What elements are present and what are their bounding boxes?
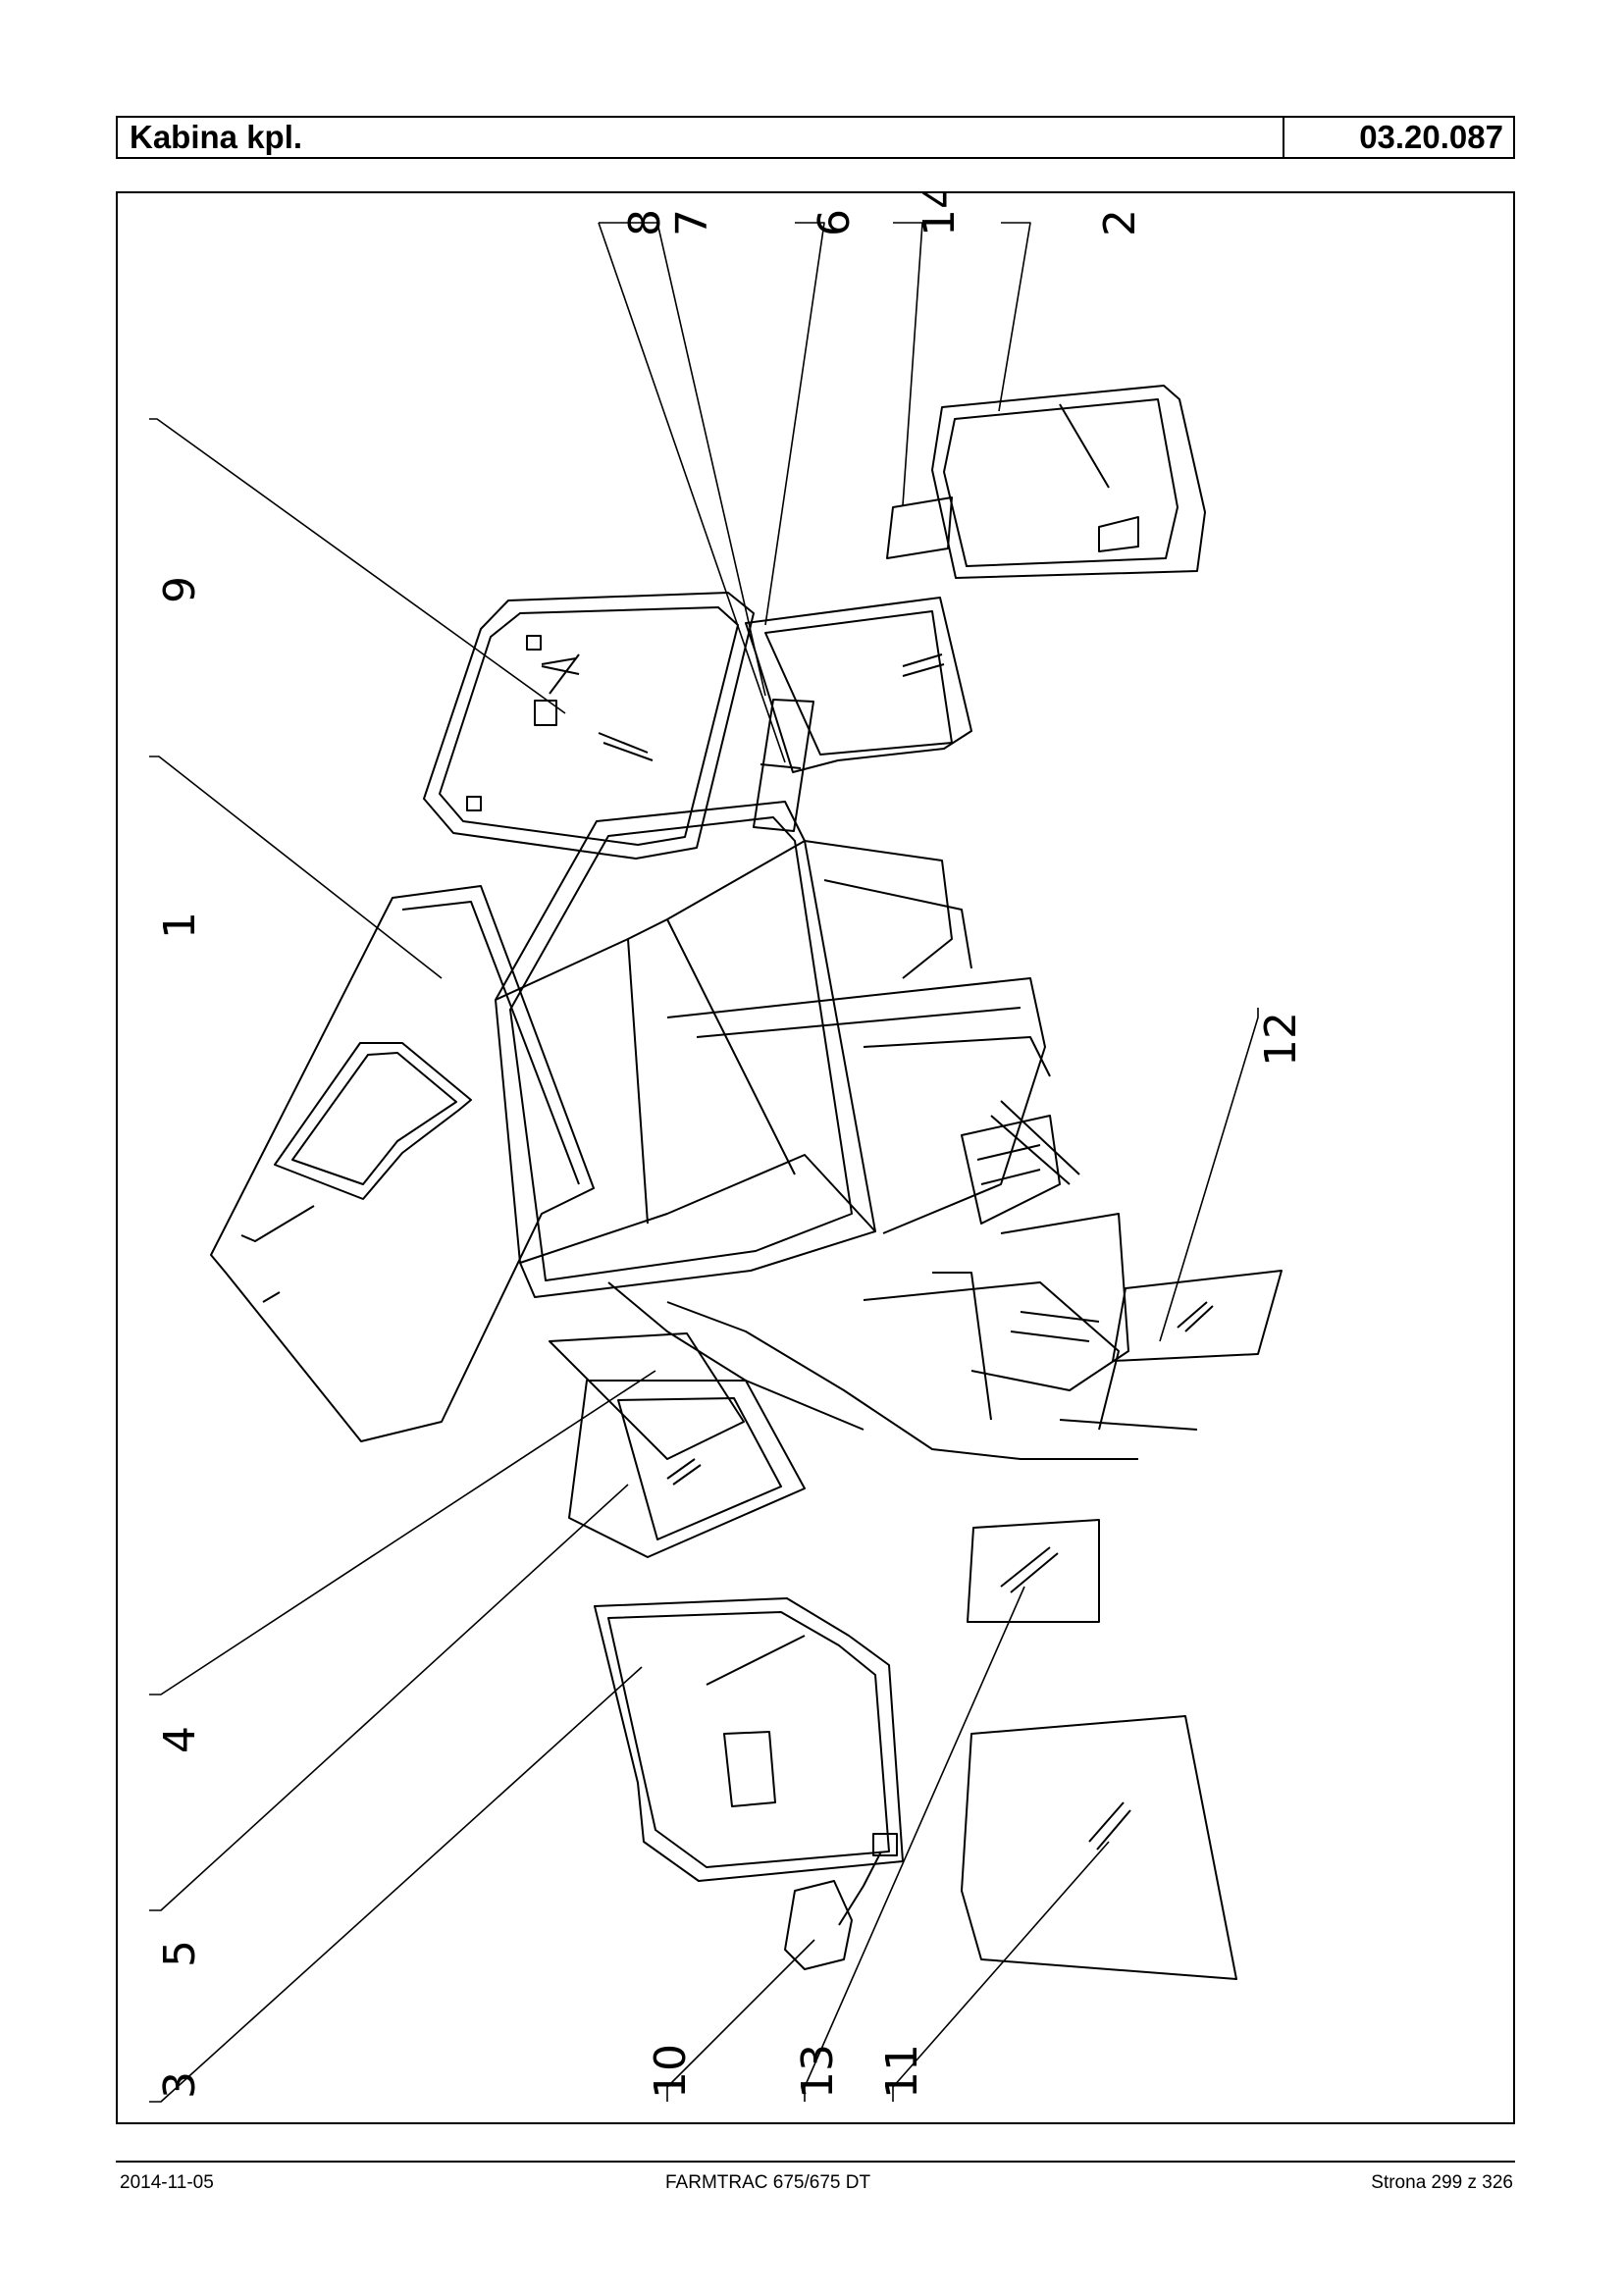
part-label-14: 14 bbox=[915, 193, 965, 236]
footer-page-number: Strona 299 z 326 bbox=[1371, 2172, 1513, 2193]
footer-date: 2014-11-05 bbox=[120, 2172, 214, 2193]
part-cab-frame bbox=[495, 801, 1198, 1460]
part-label-10: 10 bbox=[646, 2044, 696, 2099]
part-label-11: 11 bbox=[877, 2044, 927, 2099]
footer-model: FARMTRAC 675/675 DT bbox=[665, 2172, 871, 2193]
page-title: Kabina kpl. bbox=[118, 118, 1284, 157]
catalog-code: 03.20.087 bbox=[1359, 119, 1503, 155]
part-label-2: 2 bbox=[1095, 209, 1145, 236]
part-label-5: 5 bbox=[155, 1940, 205, 1967]
part-strip bbox=[753, 699, 814, 832]
part-label-3: 3 bbox=[155, 2071, 205, 2099]
part-door-left bbox=[594, 1597, 904, 1882]
part-glass-6 bbox=[745, 597, 972, 773]
part-glass-13 bbox=[967, 1519, 1100, 1623]
part-label-1: 1 bbox=[155, 912, 205, 939]
page-header: Kabina kpl. 03.20.087 bbox=[116, 116, 1515, 159]
part-roof bbox=[210, 885, 595, 1442]
part-label-8: 8 bbox=[620, 209, 670, 236]
footer-divider bbox=[116, 2161, 1515, 2163]
exploded-parts-drawing: 8 7 6 14 2 9 1 12 4 5 3 10 13 11 bbox=[116, 191, 1515, 2124]
part-label-7: 7 bbox=[667, 209, 717, 236]
part-rear-window bbox=[423, 592, 755, 860]
part-door-right bbox=[931, 385, 1206, 579]
part-glass-11 bbox=[961, 1715, 1237, 1980]
part-glass-12 bbox=[1112, 1270, 1283, 1362]
part-small-glass bbox=[886, 496, 953, 559]
part-label-12: 12 bbox=[1256, 1012, 1306, 1067]
part-label-9: 9 bbox=[155, 576, 205, 603]
part-label-6: 6 bbox=[810, 209, 860, 236]
part-label-4: 4 bbox=[155, 1726, 205, 1753]
cabin-exploded-view: 8 7 6 14 2 9 1 12 4 5 3 10 13 11 bbox=[149, 193, 1306, 2103]
part-label-13: 13 bbox=[793, 2044, 843, 2099]
part-mirror bbox=[784, 1833, 898, 1970]
leader-lines bbox=[149, 222, 1259, 2103]
part-front-glass bbox=[549, 1332, 806, 1558]
